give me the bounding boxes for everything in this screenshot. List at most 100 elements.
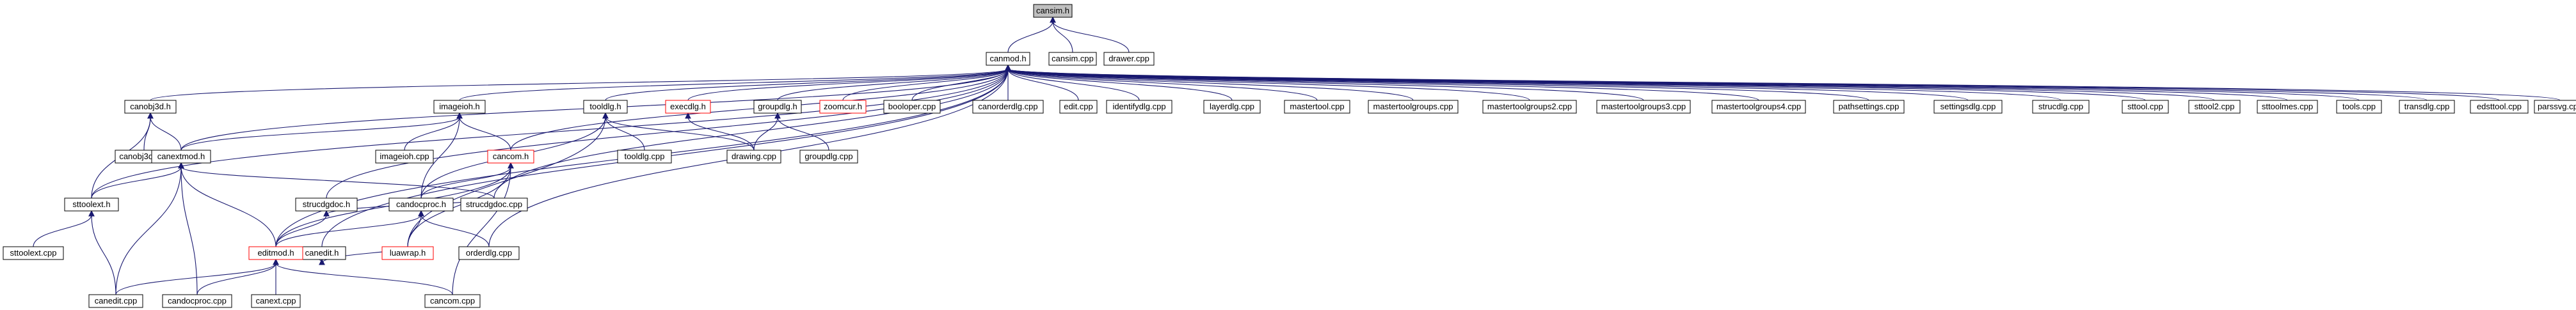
node-label: canedit.cpp bbox=[95, 296, 138, 306]
node-box bbox=[375, 150, 434, 164]
node-imageioh-cpp[interactable]: imageioh.cpp bbox=[375, 150, 434, 164]
node-imageioh-h[interactable]: imageioh.h bbox=[433, 100, 486, 114]
node-label: groupdlg.cpp bbox=[804, 151, 852, 161]
node-edit-cpp[interactable]: edit.cpp bbox=[1059, 100, 1098, 114]
node-strucdlg-cpp[interactable]: strucdlg.cpp bbox=[2032, 100, 2090, 114]
node-groupdlg-h[interactable]: groupdlg.h bbox=[753, 100, 802, 114]
node-label: drawing.cpp bbox=[732, 151, 776, 161]
node-edsttool-cpp[interactable]: edsttool.cpp bbox=[2470, 100, 2529, 114]
node-label: sttool.cpp bbox=[2127, 102, 2163, 111]
node-mastertoolgroups3-cpp[interactable]: mastertoolgroups3.cpp bbox=[1596, 100, 1691, 114]
node-label: mastertoolgroups3.cpp bbox=[1601, 102, 1686, 111]
node-label: zoomcur.h bbox=[824, 102, 862, 111]
node-box bbox=[64, 198, 119, 212]
node-canobj3d-h[interactable]: canobj3d.h bbox=[124, 100, 177, 114]
node-box bbox=[583, 100, 628, 114]
node-box bbox=[2257, 100, 2318, 114]
node-label: candocproc.h bbox=[396, 199, 446, 209]
node-sttool-cpp[interactable]: sttool.cpp bbox=[2122, 100, 2169, 114]
node-strucdgdoc-cpp[interactable]: strucdgdoc.cpp bbox=[460, 198, 528, 212]
node-mastertoolgroups-cpp[interactable]: mastertoolgroups.cpp bbox=[1368, 100, 1459, 114]
node-drawer-cpp[interactable]: drawer.cpp bbox=[1103, 52, 1155, 66]
node-groupdlg-cpp[interactable]: groupdlg.cpp bbox=[799, 150, 858, 164]
node-cansim-cpp[interactable]: cansim.cpp bbox=[1048, 52, 1097, 66]
node-mastertoolgroups2-cpp[interactable]: mastertoolgroups2.cpp bbox=[1482, 100, 1577, 114]
edge-tooldlg-h-to-canmod-h bbox=[605, 68, 1009, 101]
node-tooldlg-h[interactable]: tooldlg.h bbox=[583, 100, 628, 114]
node-box bbox=[3, 246, 64, 260]
edge-layerdlg-cpp-to-canmod-h bbox=[1007, 68, 1233, 101]
edge-mastertoolgroups-cpp-to-canmod-h bbox=[1007, 68, 1414, 101]
edge-arrowhead bbox=[1005, 64, 1011, 71]
node-identifydlg-cpp[interactable]: identifydlg.cpp bbox=[1106, 100, 1172, 114]
node-label: canorderdlg.cpp bbox=[978, 102, 1037, 111]
node-box bbox=[251, 294, 301, 308]
node-mastertoolgroups4-cpp[interactable]: mastertoolgroups4.cpp bbox=[1711, 100, 1806, 114]
node-editmod-h[interactable]: editmod.h bbox=[248, 246, 303, 260]
node-parssvg-cpp[interactable]: parssvg.cpp bbox=[2534, 100, 2576, 114]
node-canmod-h[interactable]: canmod.h bbox=[986, 52, 1030, 66]
edge-editmod-h-to-canextmod-h bbox=[180, 166, 276, 247]
node-label: groupdlg.h bbox=[758, 102, 797, 111]
node-box bbox=[1106, 100, 1172, 114]
node-cancom-h[interactable]: cancom.h bbox=[487, 150, 534, 164]
edge-drawing-cpp-to-groupdlg-h bbox=[753, 116, 778, 151]
edge-identifydlg-cpp-to-canmod-h bbox=[1007, 68, 1140, 101]
node-label: layerdlg.cpp bbox=[1210, 102, 1254, 111]
node-canedit-cpp[interactable]: canedit.cpp bbox=[88, 294, 143, 308]
node-sttoolext-cpp[interactable]: sttoolext.cpp bbox=[3, 246, 64, 260]
node-box bbox=[2122, 100, 2169, 114]
node-label: sttool2.cpp bbox=[2195, 102, 2235, 111]
node-tooldlg-cpp[interactable]: tooldlg.cpp bbox=[617, 150, 672, 164]
node-label: tools.cpp bbox=[2342, 102, 2376, 111]
node-strucdgdoc-h[interactable]: strucdgdoc.h bbox=[295, 198, 358, 212]
node-pathsettings-cpp[interactable]: pathsettings.cpp bbox=[1833, 100, 1905, 114]
edge-arrowhead bbox=[418, 210, 424, 217]
edge-arrowhead bbox=[602, 112, 609, 119]
node-tools-cpp[interactable]: tools.cpp bbox=[2336, 100, 2382, 114]
node-transdlg-cpp[interactable]: transdlg.cpp bbox=[2399, 100, 2455, 114]
edge-canobj3d-cpp-to-canobj3d-h bbox=[143, 116, 151, 151]
node-settingsdlg-cpp[interactable]: settingsdlg.cpp bbox=[1933, 100, 2003, 114]
edge-canextmod-h-to-canobj3d-h bbox=[150, 116, 182, 151]
node-orderdlg-cpp[interactable]: orderdlg.cpp bbox=[458, 246, 520, 260]
node-cancom-cpp[interactable]: cancom.cpp bbox=[424, 294, 481, 308]
node-box bbox=[726, 150, 781, 164]
node-mastertool-cpp[interactable]: mastertool.cpp bbox=[1284, 100, 1350, 114]
edge-drawing-cpp-to-execdlg-h bbox=[687, 116, 755, 151]
node-luawrap-h[interactable]: luawrap.h bbox=[381, 246, 434, 260]
edge-strucdgdoc-cpp-to-canextmod-h bbox=[180, 166, 495, 199]
node-box bbox=[1284, 100, 1350, 114]
node-box bbox=[2188, 100, 2241, 114]
node-candocproc-cpp[interactable]: candocproc.cpp bbox=[162, 294, 232, 308]
edge-cancom-cpp-to-editmod-h bbox=[275, 263, 453, 295]
node-layerdlg-cpp[interactable]: layerdlg.cpp bbox=[1203, 100, 1261, 114]
node-zoomcur-h[interactable]: zoomcur.h bbox=[819, 100, 867, 114]
node-booloper-cpp[interactable]: booloper.cpp bbox=[883, 100, 941, 114]
node-box bbox=[799, 150, 858, 164]
node-sttoolmes-cpp[interactable]: sttoolmes.cpp bbox=[2257, 100, 2318, 114]
node-canedit-h[interactable]: canedit.h bbox=[298, 246, 346, 260]
node-canext-cpp[interactable]: canext.cpp bbox=[251, 294, 301, 308]
node-box bbox=[2336, 100, 2382, 114]
edge-candocproc-h-to-cancom-h bbox=[420, 166, 511, 199]
node-execdlg-h[interactable]: execdlg.h bbox=[665, 100, 711, 114]
node-box bbox=[388, 198, 454, 212]
edge-arrowhead bbox=[1050, 16, 1056, 23]
node-drawing-cpp[interactable]: drawing.cpp bbox=[726, 150, 781, 164]
node-label: booloper.cpp bbox=[888, 102, 936, 111]
node-sttoolext-h[interactable]: sttoolext.h bbox=[64, 198, 119, 212]
node-label: canext.cpp bbox=[256, 296, 296, 306]
edge-strucdgdoc-h-to-canmod-h bbox=[326, 68, 1009, 199]
node-sttool2-cpp[interactable]: sttool2.cpp bbox=[2188, 100, 2241, 114]
edge-luawrap-h-to-tooldlg-h bbox=[407, 116, 606, 247]
node-candocproc-h[interactable]: candocproc.h bbox=[388, 198, 454, 212]
edge-editmod-h-to-strucdgdoc-h bbox=[275, 214, 327, 247]
node-label: sttoolext.cpp bbox=[10, 248, 57, 258]
node-canextmod-h[interactable]: canextmod.h bbox=[151, 150, 211, 164]
node-label: canextmod.h bbox=[157, 151, 205, 161]
node-canorderdlg-cpp[interactable]: canorderdlg.cpp bbox=[972, 100, 1044, 114]
node-box bbox=[460, 198, 528, 212]
node-label: mastertoolgroups.cpp bbox=[1373, 102, 1453, 111]
node-cansim-h[interactable]: cansim.h bbox=[1033, 4, 1073, 18]
